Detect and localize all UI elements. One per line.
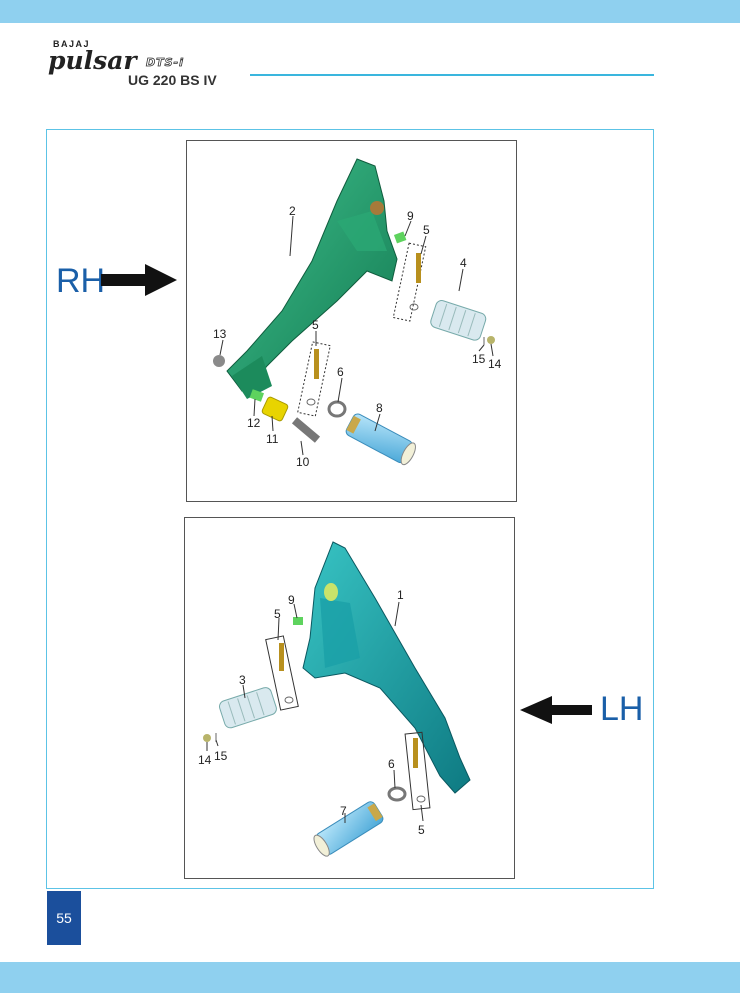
rh-callout: 5	[423, 223, 430, 237]
rh-callout: 9	[407, 209, 414, 223]
lh-part-5-group	[265, 635, 299, 711]
lh-label: LH	[600, 690, 644, 728]
rh-callout: 2	[289, 204, 296, 218]
top-color-bar	[0, 0, 740, 23]
rh-callout: 6	[337, 365, 344, 379]
lh-callout: 5	[274, 607, 281, 621]
rh-part-6-washer	[327, 400, 347, 418]
rh-callout: 4	[460, 256, 467, 270]
rh-part-11-spacer	[261, 396, 289, 422]
brand-logo: pulsar	[48, 46, 137, 75]
rh-callout: 13	[213, 327, 227, 341]
rh-part-8-footpeg	[345, 413, 416, 466]
rh-diagram-panel: 2 9 5 4 13 5 6 8 15 14 12 11 10	[186, 140, 517, 502]
brand-logo-suffix: DTS-i	[146, 56, 184, 70]
lh-callout: 9	[288, 593, 295, 607]
lh-arrow-icon	[520, 696, 592, 724]
rh-label: RH	[56, 262, 106, 300]
lh-part-6-washer	[387, 786, 407, 802]
rh-callout: 14	[488, 357, 502, 371]
lh-footrest-illustration: 9 1 5 3 14 15 6 7 5	[198, 541, 471, 857]
lh-callout: 3	[239, 673, 246, 687]
lh-diagram-panel: 9 1 5 3 14 15 6 7 5	[184, 517, 515, 879]
rh-callout: 5	[312, 318, 319, 332]
rh-part-12-stud	[249, 389, 265, 402]
lh-callout: 15	[214, 749, 228, 763]
rh-callout: 12	[247, 416, 261, 430]
rh-part-5-group	[392, 242, 427, 322]
lh-callout: 5	[418, 823, 425, 837]
lh-callout: 6	[388, 757, 395, 771]
rh-callout: 11	[266, 432, 279, 446]
rh-arrow-icon	[101, 264, 177, 296]
lh-part-7-footpeg	[313, 801, 384, 857]
lh-callout: 7	[340, 804, 347, 818]
bottom-color-bar	[0, 962, 740, 993]
lh-callout: 14	[198, 753, 212, 767]
rh-part-13-nut	[213, 355, 225, 367]
lh-part-3-grip	[219, 687, 277, 729]
lh-footrest-bracket	[302, 541, 471, 794]
lh-part-9-bolt	[293, 617, 303, 625]
lh-callout: 1	[397, 588, 404, 602]
page-number: 55	[47, 891, 81, 945]
rh-footrest-illustration: 2 9 5 4 13 5 6 8 15 14 12 11 10	[213, 158, 502, 469]
rh-part-9-bolt	[393, 231, 407, 244]
rh-callout: 10	[296, 455, 310, 469]
rh-callout: 15	[472, 352, 486, 366]
content-frame	[46, 129, 654, 889]
rh-callout: 8	[376, 401, 383, 415]
rh-part-10-bolt	[291, 417, 321, 443]
brand-maker: BAJAJ	[53, 39, 91, 49]
model-title: UG 220 BS IV	[128, 72, 217, 88]
header-rule	[250, 74, 654, 76]
rh-part-4-grip	[430, 300, 487, 341]
rh-footrest-bracket	[226, 158, 398, 392]
